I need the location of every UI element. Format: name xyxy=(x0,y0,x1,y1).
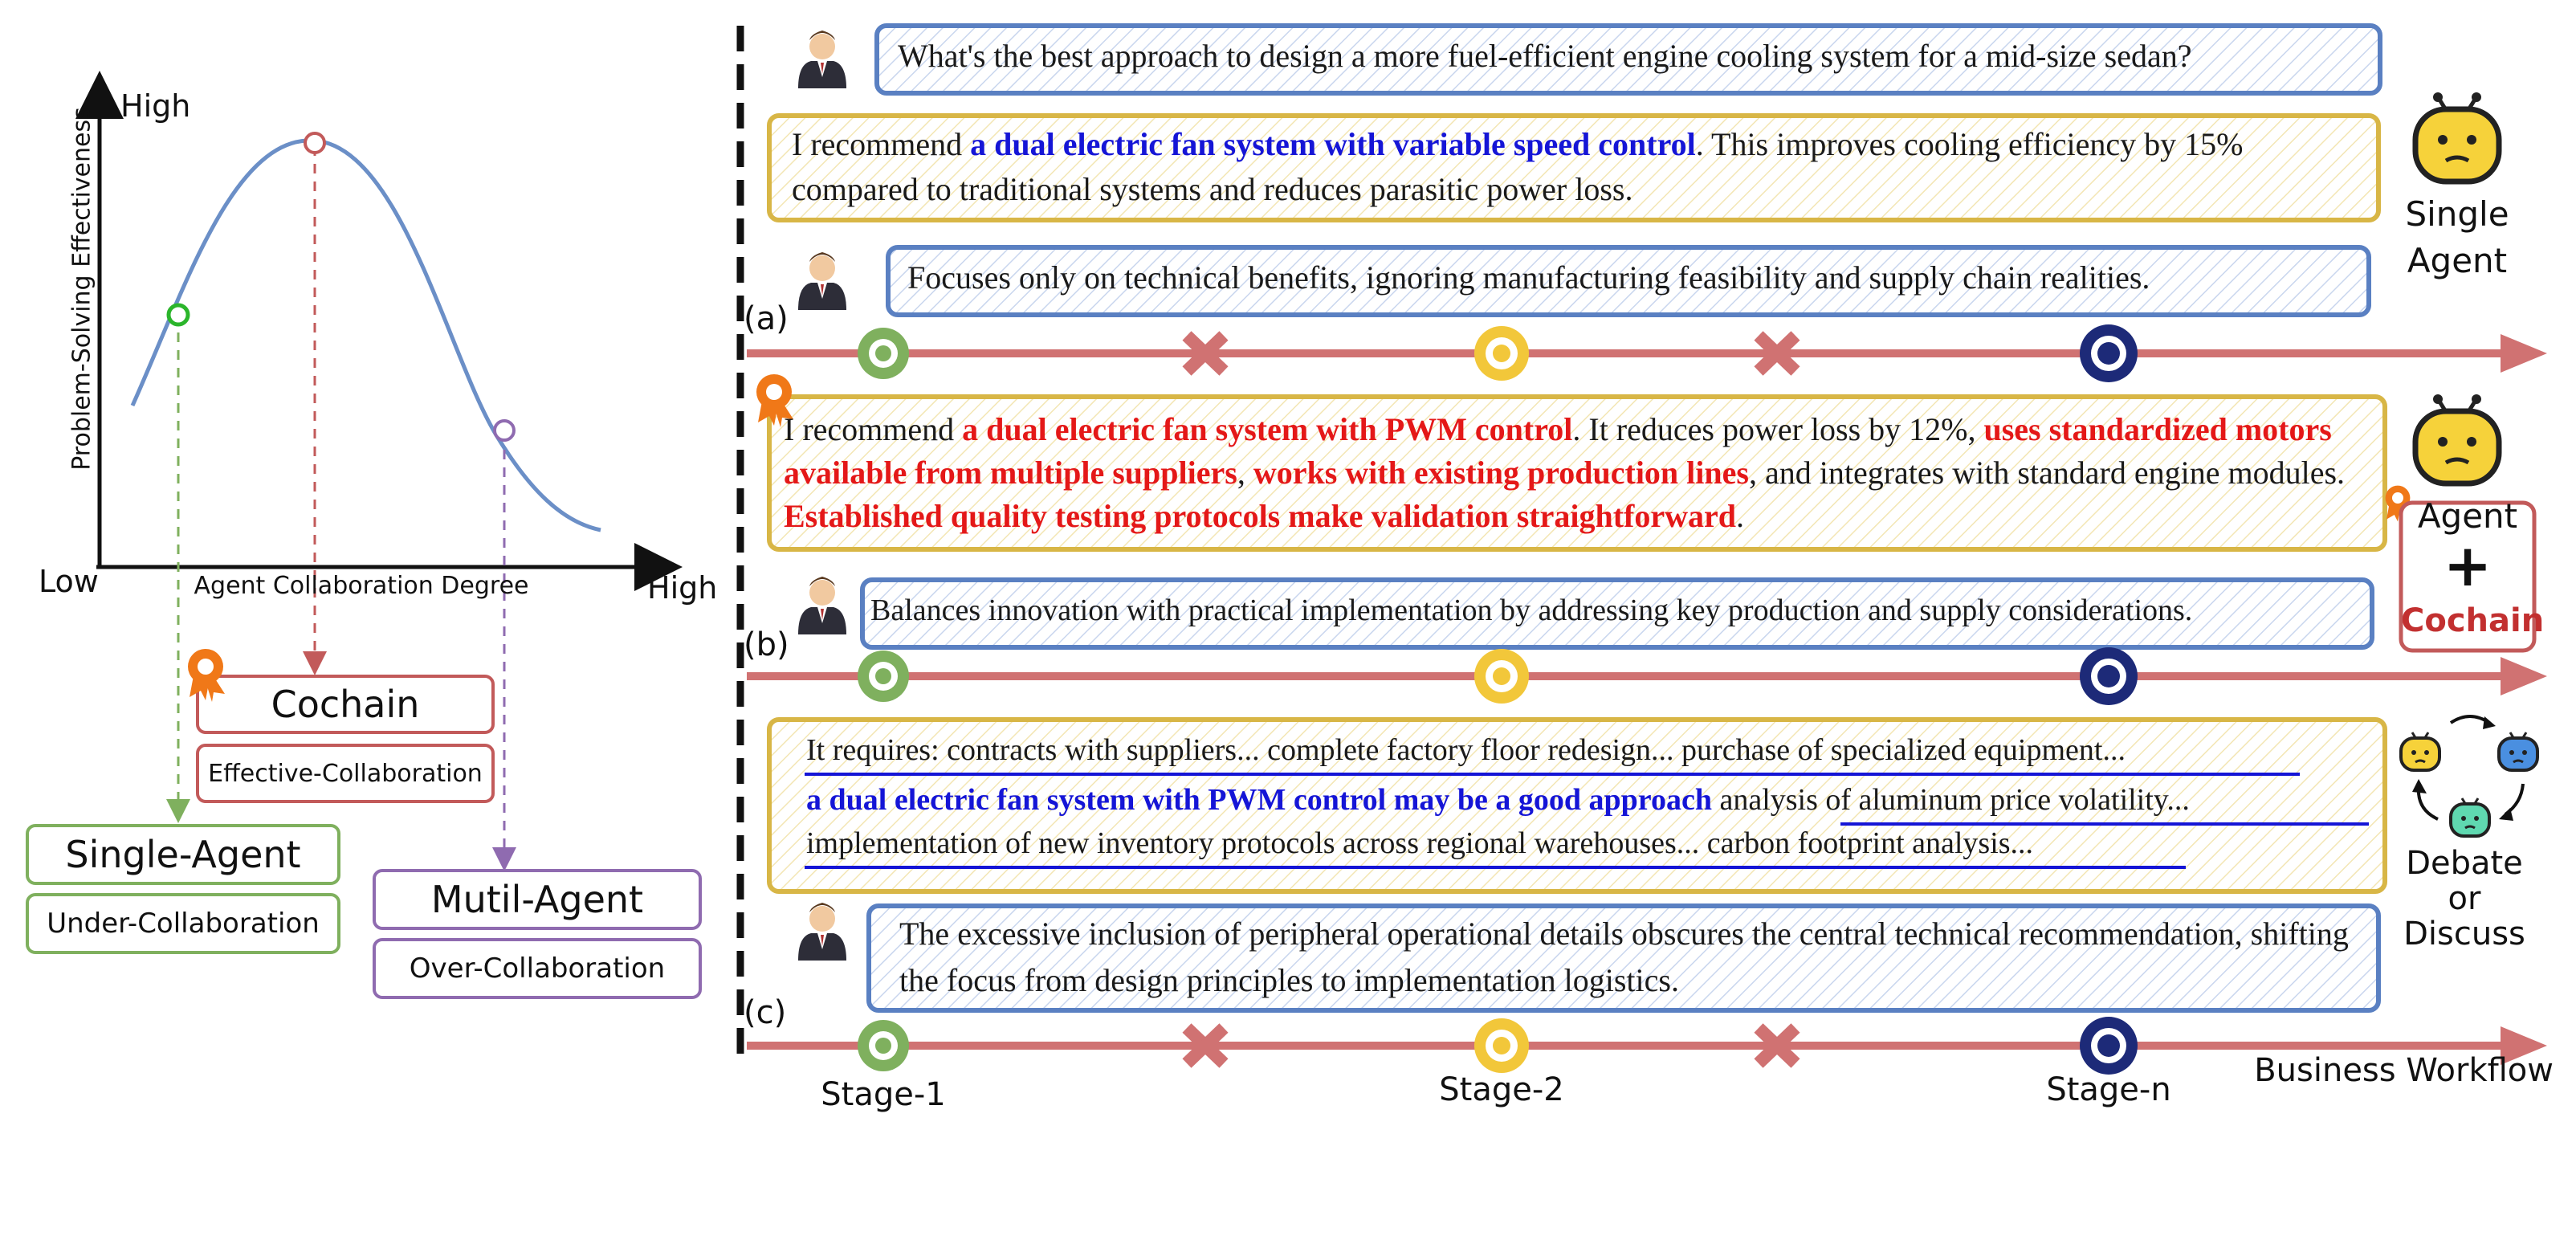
user-avatar-icon xyxy=(798,903,846,961)
multi-title-box xyxy=(373,869,702,930)
fail-cross-icon xyxy=(1754,331,1800,376)
debate-caption-3: Discuss xyxy=(2403,916,2525,952)
answer-a-text: I recommend a dual electric fan system w… xyxy=(792,122,2366,212)
answer-c-line1: It requires: contracts with suppliers...… xyxy=(806,733,2126,767)
single-point xyxy=(166,303,190,327)
cochain-subtitle: Effective-Collaboration xyxy=(208,759,483,788)
x-axis-high-label: High xyxy=(647,570,718,606)
stage2-label: Stage-2 xyxy=(1439,1071,1564,1108)
answer-b-highlight1: a dual electric fan system with PWM cont… xyxy=(962,411,1573,447)
answer-b-part3: , xyxy=(1237,455,1253,491)
question-bubble xyxy=(874,23,2382,96)
effectiveness-curve xyxy=(130,138,601,532)
single-agent-title: Single-Agent xyxy=(65,833,301,876)
stage1-label: Stage-1 xyxy=(821,1076,946,1113)
stagen-label: Stage-n xyxy=(2046,1071,2171,1108)
answer-a-highlight: a dual electric fan system with variable… xyxy=(970,126,1696,162)
cochain-title: Cochain xyxy=(271,683,420,726)
debate-robot-blue-icon xyxy=(2497,731,2539,772)
answer-b-text: I recommend a dual electric fan system w… xyxy=(784,408,2374,538)
panel-c-tag: (c) xyxy=(744,994,787,1031)
workflow-title: Business Workflow xyxy=(2254,1052,2554,1089)
feedback-a-text: Focuses only on technical benefits, igno… xyxy=(907,259,2150,296)
answer-b-highlight4: Established quality testing protocols ma… xyxy=(784,498,1736,534)
single-agent-caption-1: Single xyxy=(2405,194,2509,234)
debate-caption-1: Debate xyxy=(2406,845,2523,882)
user-avatar-icon xyxy=(798,577,846,634)
feedback-c-text: The excessive inclusion of peripheral op… xyxy=(899,916,2349,998)
answer-a-post: . This improves cooling efficiency by 15… xyxy=(792,126,2244,207)
cochain-sub-box xyxy=(196,744,495,803)
multi-agent-subtitle: Over-Collaboration xyxy=(409,952,666,985)
panel-b-tag: (b) xyxy=(744,626,789,663)
debate-caption-2: or xyxy=(2448,880,2481,917)
fail-cross-icon xyxy=(1182,331,1229,376)
debate-robot-green-icon xyxy=(2449,797,2491,838)
answer-b-part4: , and integrates with standard engine mo… xyxy=(1748,455,2346,491)
single-sub-box xyxy=(26,893,340,954)
multi-sub-box xyxy=(373,938,702,999)
user-avatar-icon xyxy=(798,31,846,88)
multi-point xyxy=(493,419,516,442)
fail-cross-icon xyxy=(1754,1023,1800,1068)
agent-cochain-robot-icon xyxy=(2415,394,2499,483)
question-text: What's the best approach to design a mor… xyxy=(898,38,2192,74)
answer-c-line2-rest: analysis of aluminum price volatility... xyxy=(1711,783,2190,817)
feedback-b-text: Balances innovation with practical imple… xyxy=(870,593,2193,627)
answer-c-line3: implementation of new inventory protocol… xyxy=(806,826,2034,860)
x-axis-title: Agent Collaboration Degree xyxy=(194,572,529,600)
single-agent-robot-icon xyxy=(2415,92,2499,182)
fail-cross-icon xyxy=(1182,1023,1229,1068)
answer-b-highlight3: works with existing production lines xyxy=(1253,455,1749,491)
agent-cochain-caption-1: Agent xyxy=(2417,496,2518,536)
single-title-box xyxy=(26,824,340,885)
user-avatar-icon xyxy=(798,252,846,310)
debate-robot-yellow-icon xyxy=(2399,731,2441,772)
answer-b-highlight2: uses standardized motors available from … xyxy=(784,411,2332,491)
answer-a-pre: I recommend xyxy=(792,126,971,162)
panel-a-tag: (a) xyxy=(744,300,789,337)
answer-c-bubble xyxy=(767,717,2387,894)
answer-b-part5: . xyxy=(1736,498,1744,534)
answer-b-part2: . It reduces power loss by 12%, xyxy=(1572,411,1984,447)
agent-cochain-box xyxy=(2399,500,2537,653)
answer-a-bubble xyxy=(767,113,2381,222)
agent-cochain-caption-2: Cochain xyxy=(2401,602,2545,639)
axis-low-label: Low xyxy=(39,564,99,599)
answer-b-part1: I recommend xyxy=(784,411,963,447)
agent-cochain-plus: + xyxy=(2443,532,2492,599)
cochain-title-box xyxy=(196,675,495,734)
y-axis-high-label: High xyxy=(120,88,191,124)
answer-c-line2: a dual electric fan system with PWM cont… xyxy=(806,779,2372,821)
answer-b-bubble xyxy=(767,394,2387,552)
answer-c-highlight: a dual electric fan system with PWM cont… xyxy=(806,783,1712,817)
y-axis-title: Problem-Solving Effectiveness xyxy=(67,107,96,471)
multi-agent-title: Mutil-Agent xyxy=(430,878,644,921)
cochain-point xyxy=(304,132,326,154)
single-agent-subtitle: Under-Collaboration xyxy=(47,908,320,940)
single-agent-caption-2: Agent xyxy=(2407,241,2508,280)
feedback-b-bubble xyxy=(860,577,2374,650)
feedback-c-bubble xyxy=(866,903,2381,1013)
cycle-arrow xyxy=(2449,715,2491,724)
cycle-arrow xyxy=(2504,783,2525,816)
feedback-a-bubble xyxy=(886,245,2371,317)
